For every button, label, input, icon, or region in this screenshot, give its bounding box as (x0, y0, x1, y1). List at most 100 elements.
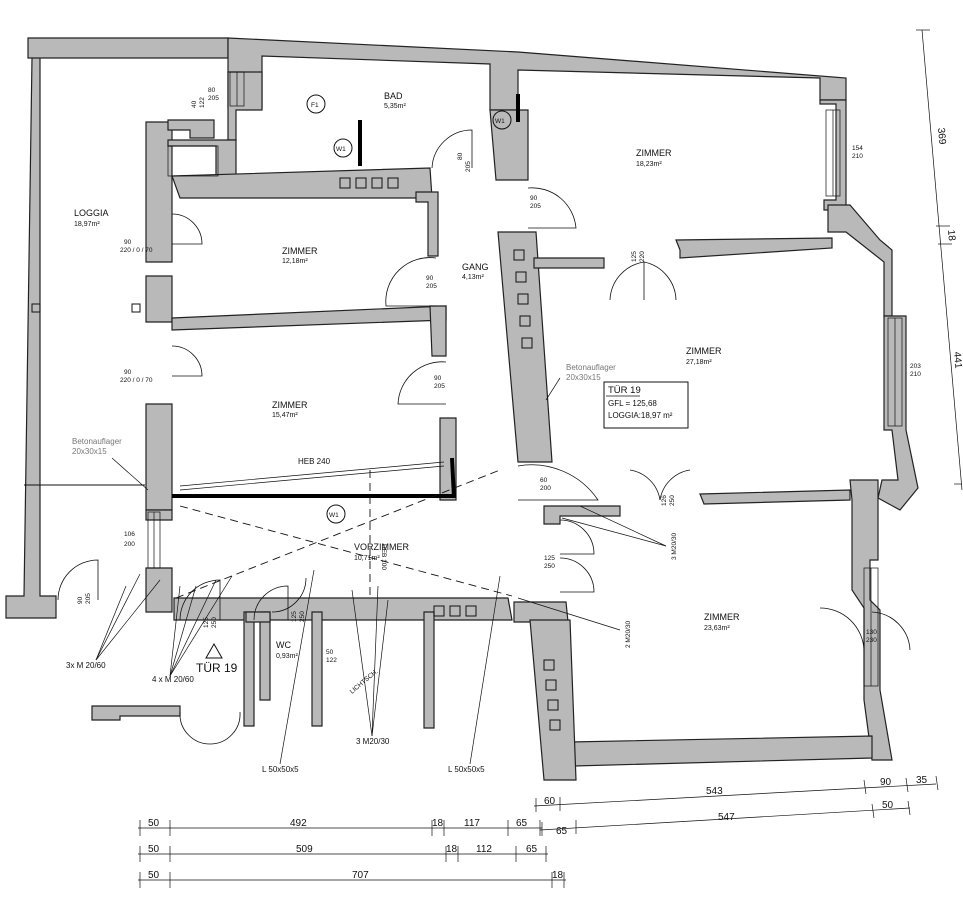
w1-symbol-1 (333, 138, 353, 158)
opening-12-height: 200 (540, 485, 551, 492)
room-loggia-name: LOGGIA (74, 208, 109, 218)
dim-row3-2: 18 (552, 870, 564, 881)
room-zimmer-2-name: ZIMMER (272, 400, 308, 410)
opening-19-height: 122 (326, 657, 337, 664)
f1-label: F1 (311, 102, 319, 109)
opening-9-width: 106 (124, 531, 135, 538)
opening-11-height: 250 (211, 617, 218, 628)
opening-18-height: 230 (866, 637, 877, 644)
opening-3-height: 205 (426, 283, 437, 290)
betonauflager-label-1: Betonauflager (72, 437, 122, 446)
betonauflager-size-2: 20x30x15 (566, 373, 601, 382)
anchor-3-right-label: 3 M20/30 (671, 533, 678, 560)
opening-1-width: 90 (124, 239, 132, 246)
room-zimmer-2-area: 15,47m² (272, 412, 298, 419)
opening-7-height: 205 (530, 203, 541, 210)
dim-right-bottom: 441 (951, 351, 963, 369)
opening-8-height: 220 (639, 251, 646, 262)
room-bad-area: 5,35m² (384, 103, 406, 110)
dim-row2-2: 18 (446, 844, 458, 855)
doors (57, 129, 911, 745)
room-bad-name: BAD (384, 91, 403, 101)
dim-row2-0: 50 (148, 844, 160, 855)
opening-tags: 90 220 / 0 / 70 90 220 / 0 / 70 90 205 9… (77, 87, 921, 664)
w1-label-2: W1 (495, 118, 505, 125)
anchor-4x-label: 4 x M 20/60 (152, 675, 194, 684)
heb-label: HEB 240 (298, 457, 331, 466)
opening-11-width: 125 (203, 617, 210, 628)
room-zimmer-4-area: 27,18m² (686, 359, 712, 366)
dim-r1-2: 90 (880, 777, 892, 788)
dashed-lines (175, 469, 513, 599)
opening-7-width: 90 (530, 195, 538, 202)
betonauflager-label-2: Betonauflager (566, 363, 616, 372)
room-zimmer-3-area: 18,23m² (636, 161, 662, 168)
opening-2-height: 220 / 0 / 70 (120, 377, 153, 384)
room-gang-area: 4,13m² (462, 274, 484, 281)
tuer-label: TÜR 19 (196, 661, 238, 675)
exterior-walls (145, 37, 919, 767)
dim-r2-2: 50 (882, 800, 894, 811)
anchor-2-label: 2 M20/30 (625, 621, 632, 648)
betonauflager-size-1: 20x30x15 (72, 447, 107, 456)
opening-3-width: 90 (426, 275, 434, 282)
opening-2-width: 90 (124, 369, 132, 376)
opening-12-width: 60 (540, 477, 548, 484)
room-wc-name: WC (276, 640, 291, 650)
room-zimmer-1-name: ZIMMER (282, 246, 318, 256)
dim-r2-1: 547 (718, 812, 735, 823)
f1-symbol (306, 94, 326, 114)
opening-16-height: 210 (852, 153, 863, 160)
right-dimension-chain: 369 18 441 (916, 29, 963, 491)
dim-row2-3: 112 (476, 844, 492, 855)
dim-r2-0: 65 (556, 826, 568, 837)
dim-row3-0: 50 (148, 870, 160, 881)
anchor-3x-label: 3x M 20/60 (66, 661, 106, 670)
opening-14-width: 126 (661, 495, 668, 506)
fixtures: F1 W1 W1 W1 (306, 94, 512, 524)
opening-8-width: 125 (631, 251, 638, 262)
unit-summary-box: TÜR 19 GFL = 125,68 LOGGIA:18,97 m² (603, 381, 689, 429)
opening-1-height: 220 / 0 / 70 (120, 247, 153, 254)
windows (147, 71, 903, 687)
w1-label-3: W1 (329, 512, 339, 519)
opening-13-height: 250 (544, 563, 555, 570)
opening-6-height: 205 (208, 95, 219, 102)
opening-14-height: 250 (669, 495, 676, 506)
anchor-3-center-label: 3 M20/30 (356, 737, 390, 746)
dim-row1-2: 18 (432, 818, 444, 829)
angle-label-2: L 50x50x5 (448, 765, 485, 774)
opening-10-height: 205 (85, 593, 92, 604)
summary-gfl: GFL = 125,68 (608, 399, 657, 408)
room-gang-name: GANG (462, 262, 489, 272)
opening-15-height: 250 (299, 611, 306, 622)
dim-row1-0: 50 (148, 818, 160, 829)
room-zimmer-4-name: ZIMMER (686, 346, 722, 356)
opening-6-width: 80 (208, 87, 216, 94)
opening-20-height: 122 (199, 97, 206, 108)
w1-label-1: W1 (336, 146, 346, 153)
vent-boxes (31, 177, 561, 731)
room-zimmer-3-name: ZIMMER (636, 148, 672, 158)
opening-20-width: 40 (191, 100, 198, 108)
dim-row2-1: 509 (296, 844, 313, 855)
opening-13-width: 125 (544, 555, 555, 562)
opening-5-width: 80 (457, 152, 464, 160)
opening-17-height: 210 (910, 371, 921, 378)
w1-symbol-2 (492, 110, 512, 130)
room-zimmer-5-area: 23,63m² (704, 625, 730, 632)
angle-label-1: L 50x50x5 (262, 765, 299, 774)
dim-row1-3: 117 (464, 818, 480, 829)
dim-r1-1: 543 (706, 786, 723, 797)
bottom-dimension-chains: 60 543 90 35 65 547 50 50 492 18 117 65 (138, 775, 939, 888)
summary-loggia: LOGGIA:18,97 m² (608, 411, 673, 420)
opening-15-width: 125 (291, 611, 298, 622)
opening-4-width: 90 (434, 375, 442, 382)
w1-symbol-3 (326, 504, 346, 524)
dim-row1-4: 65 (516, 818, 528, 829)
dim-row2-4: 65 (526, 844, 538, 855)
opening-4-height: 205 (434, 383, 445, 390)
dim-right-top: 369 (935, 127, 947, 145)
opening-19-width: 50 (326, 649, 334, 656)
